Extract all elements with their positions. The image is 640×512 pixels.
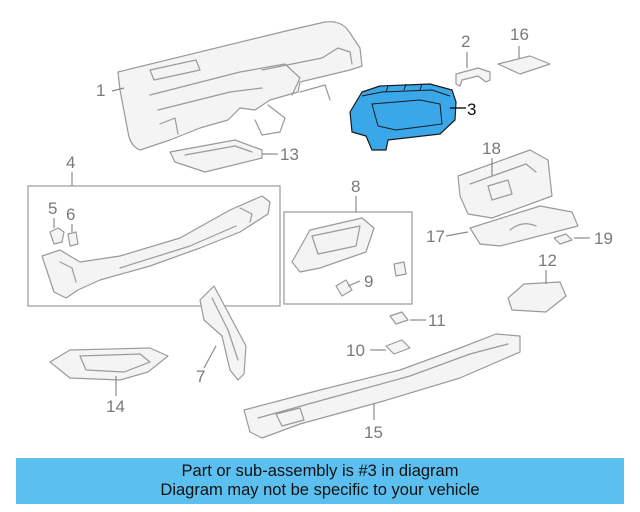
part-14-floor-bracket bbox=[49, 347, 169, 381]
part-8-group-frame bbox=[283, 211, 413, 305]
leader-9 bbox=[347, 280, 361, 287]
callout-3[interactable]: 3 bbox=[467, 100, 476, 119]
leader-1 bbox=[111, 87, 125, 92]
callout-6: 6 bbox=[66, 205, 75, 224]
part-18-glove-box-door bbox=[457, 149, 553, 219]
callout-16: 16 bbox=[510, 25, 529, 44]
part-4-group-frame bbox=[27, 185, 281, 307]
part-11-clip bbox=[389, 311, 409, 325]
info-banner: Part or sub-assembly is #3 in diagram Di… bbox=[16, 458, 624, 504]
leader-17 bbox=[445, 231, 469, 237]
part-13-tray bbox=[169, 139, 263, 173]
callout-9: 9 bbox=[364, 272, 373, 291]
part-1-instrument-panel bbox=[117, 21, 363, 151]
part-9-clip bbox=[335, 261, 407, 297]
leader-7 bbox=[203, 345, 217, 369]
part-12-pocket bbox=[507, 281, 567, 313]
callout-13: 13 bbox=[280, 145, 299, 164]
callout-17: 17 bbox=[426, 227, 445, 246]
callout-12: 12 bbox=[538, 251, 557, 270]
banner-line-2: Diagram may not be specific to your vehi… bbox=[160, 481, 480, 499]
callout-8: 8 bbox=[351, 177, 360, 196]
callout-5: 5 bbox=[48, 199, 57, 218]
callout-11: 11 bbox=[428, 311, 446, 330]
part-4-reinforcement-bar bbox=[41, 195, 271, 299]
part-16-cover-plate bbox=[497, 55, 551, 75]
part-8-bracket-assembly bbox=[291, 217, 375, 273]
part-10-clip bbox=[385, 339, 411, 355]
callout-19: 19 bbox=[594, 229, 613, 248]
callout-4: 4 bbox=[66, 153, 75, 172]
part-3-glove-box-housing bbox=[349, 83, 457, 151]
banner-line-1: Part or sub-assembly is #3 in diagram bbox=[181, 462, 459, 480]
part-15-lower-trim bbox=[243, 333, 521, 439]
part-17-glove-box-bin bbox=[469, 205, 579, 247]
callout-18: 18 bbox=[482, 139, 501, 158]
callout-7: 7 bbox=[196, 367, 205, 386]
callout-1: 1 bbox=[96, 81, 105, 100]
part-2-bracket bbox=[455, 67, 491, 87]
part-6-clip bbox=[67, 231, 79, 247]
part-19-bolt bbox=[553, 233, 573, 245]
part-5-clip bbox=[49, 227, 65, 245]
callout-15: 15 bbox=[364, 423, 383, 442]
callout-10: 10 bbox=[346, 341, 365, 360]
callout-14: 14 bbox=[106, 397, 125, 416]
part-7-pillar-trim bbox=[199, 285, 247, 381]
callout-2: 2 bbox=[461, 32, 470, 51]
